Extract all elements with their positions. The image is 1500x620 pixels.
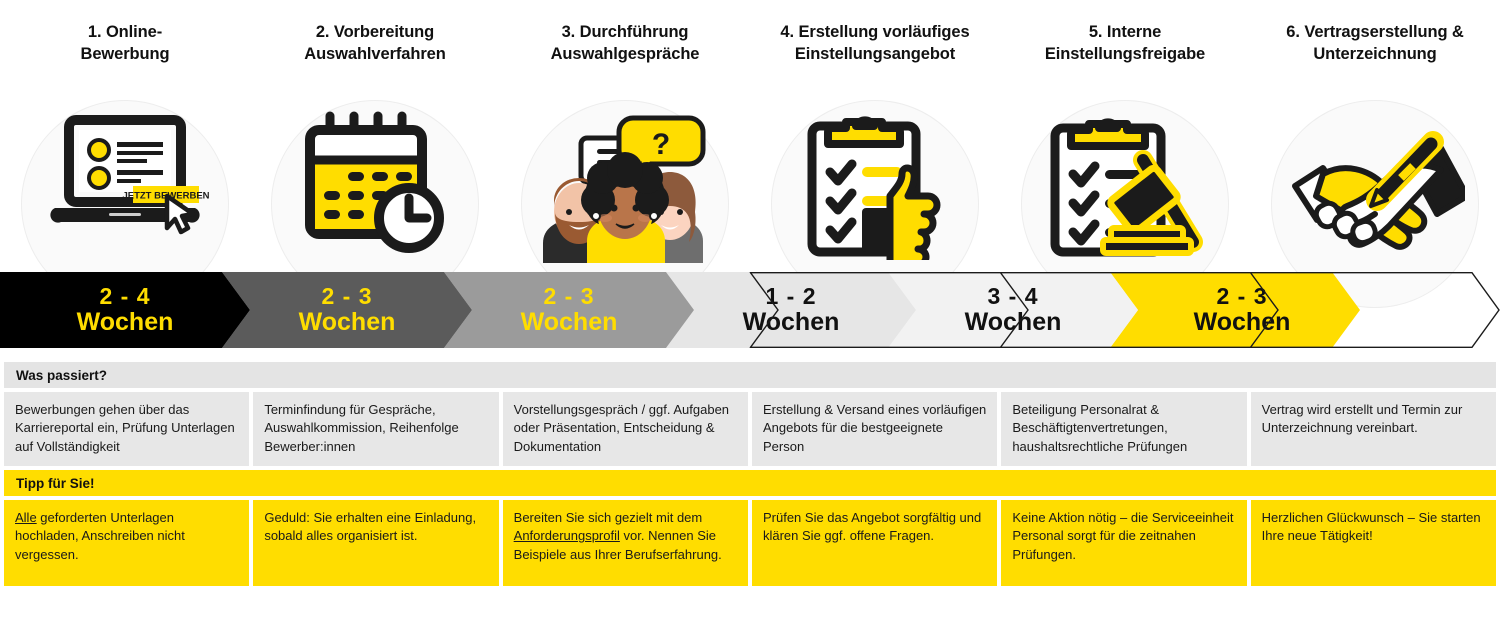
duration-arrow-band: 2 - 4 Wochen 2 - 3 Wochen 2 - 3 Wochen 1… — [0, 272, 1500, 348]
tip-cell-3: Bereiten Sie sich gezielt mit dem Anford… — [502, 500, 748, 586]
tip-cell-2: Geduld: Sie erhalten eine Einladung, sob… — [253, 500, 499, 586]
tip-link-3[interactable]: Anforderungsprofil — [513, 528, 620, 544]
tip-suffix-1: geforderten Unterlagen hochladen, Anschr… — [15, 510, 185, 562]
tip-cells: Alle geforderten Unterlagen hochladen, A… — [4, 500, 1496, 586]
tip-cell-5: Keine Aktion nötig – die Serviceeinheit … — [1001, 500, 1247, 586]
tip-cell-1: Alle geforderten Unterlagen hochladen, A… — [4, 500, 250, 586]
question-mark-glyph: ? — [652, 128, 670, 161]
icon-cell-2 — [250, 100, 500, 308]
icon-cell-6 — [1250, 100, 1500, 308]
tip-link-1[interactable]: Alle — [15, 510, 37, 525]
step-icons-row: JETZT BEWERBEN — [0, 100, 1500, 308]
tip-cell-4: Prüfen Sie das Angebot sorgfältig und kl… — [751, 500, 998, 586]
handshake-pen-icon — [1285, 108, 1470, 263]
duration-segment-5: 3 - 4 Wochen — [888, 272, 1138, 348]
duration-segment-1: 2 - 4 Wochen — [0, 272, 250, 348]
duration-value-1: 2 - 4 — [99, 283, 151, 309]
duration-value-2: 2 - 3 — [321, 283, 373, 309]
duration-value-5: 3 - 4 — [987, 283, 1039, 309]
calendar-clock-icon — [296, 108, 454, 263]
duration-unit-6: Wochen — [1193, 308, 1291, 336]
what-cell-1: Bewerbungen gehen über das Karriereporta… — [4, 392, 250, 466]
what-cell-5: Beteiligung Personalrat & Beschäftigtenv… — [1001, 392, 1247, 466]
icon-cell-4 — [750, 100, 1000, 308]
duration-segment-3: 2 - 3 Wochen — [444, 272, 694, 348]
duration-value-3: 2 - 3 — [543, 283, 595, 309]
tip-prefix-6: Herzlichen Glückwunsch – Sie starten Ihr… — [1261, 510, 1481, 544]
what-cell-3: Vorstellungsgespräch / ggf. Aufgaben ode… — [502, 392, 748, 466]
duration-unit-3: Wochen — [520, 308, 618, 336]
duration-value-6: 2 - 3 — [1216, 283, 1268, 309]
what-cell-2: Terminfindung für Gespräche, Auswahlkomm… — [253, 392, 499, 466]
duration-segment-6: 2 - 3 Wochen — [1110, 272, 1360, 348]
icon-cell-1: JETZT BEWERBEN — [0, 100, 250, 308]
tip-suffix-3: vor. Nennen Sie Beispiele aus Ihrer Beru… — [513, 528, 722, 562]
duration-unit-2: Wochen — [298, 308, 396, 336]
what-happens-cells: Bewerbungen gehen über das Karriereporta… — [4, 392, 1496, 466]
duration-segment-4: 1 - 2 Wochen — [666, 272, 916, 348]
duration-unit-5: Wochen — [964, 308, 1062, 336]
what-cell-6: Vertrag wird erstellt und Termin zur Unt… — [1250, 392, 1496, 466]
tip-label: Tipp für Sie! — [4, 470, 1496, 496]
icon-cell-3: ? — [500, 100, 750, 308]
tip-prefix-4: Prüfen Sie das Angebot sorgfältig und kl… — [762, 510, 982, 544]
icon-cell-5 — [1000, 100, 1250, 308]
step-title-6: 6. Vertragserstellung &Unterzeichnung — [1286, 23, 1464, 63]
interview-people-icon: ? — [525, 108, 725, 268]
clipboard-thumbsup-icon — [794, 108, 956, 269]
duration-unit-1: Wochen — [76, 308, 174, 336]
details-table: Was passiert? Bewerbungen gehen über das… — [4, 362, 1496, 586]
tip-prefix-2: Geduld: Sie erhalten eine Einladung, sob… — [264, 510, 477, 544]
duration-value-4: 1 - 2 — [765, 283, 817, 309]
what-happens-label: Was passiert? — [4, 362, 1496, 388]
what-cell-4: Erstellung & Versand eines vorläufigen A… — [751, 392, 998, 466]
laptop-application-icon: JETZT BEWERBEN — [41, 108, 210, 263]
clipboard-gavel-icon — [1041, 108, 1209, 265]
duration-unit-4: Wochen — [742, 308, 840, 336]
tip-prefix-3: Bereiten Sie sich gezielt mit dem — [513, 510, 703, 525]
step-title-1: 1. Online-Bewerbung — [80, 23, 170, 63]
duration-segment-2: 2 - 3 Wochen — [222, 272, 472, 348]
tip-cell-6: Herzlichen Glückwunsch – Sie starten Ihr… — [1250, 500, 1496, 586]
tip-prefix-5: Keine Aktion nötig – die Serviceeinheit … — [1012, 510, 1234, 562]
